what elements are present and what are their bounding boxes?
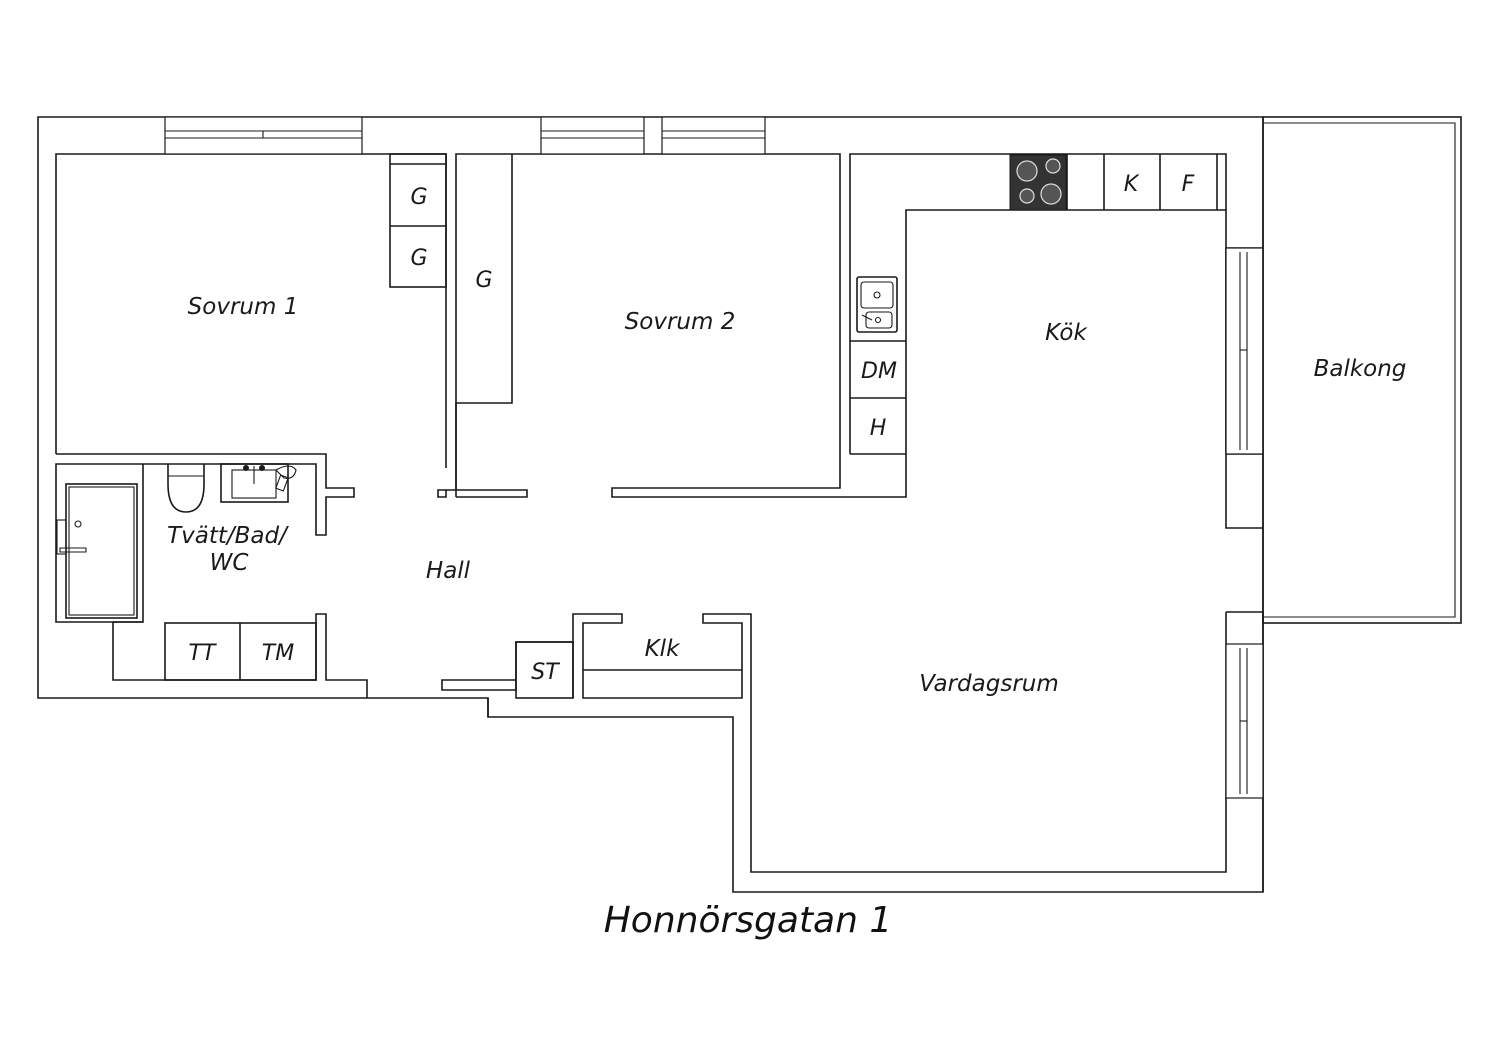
room-label-sovrum2: Sovrum 2	[625, 309, 736, 335]
fixture-label-g3: G	[475, 268, 492, 293]
fixture-label-f: F	[1182, 172, 1195, 197]
room-label-balkong: Balkong	[1314, 356, 1407, 382]
fixture-label-h: H	[870, 416, 887, 441]
kitchen-sink-icon	[856, 276, 898, 333]
room-label-kok: Kök	[1045, 320, 1088, 346]
room-label-hall: Hall	[426, 558, 471, 584]
room-label-klk: Klk	[645, 636, 681, 662]
fixture-label-g2: G	[410, 246, 427, 271]
fixture-label-k: K	[1124, 172, 1140, 197]
kitchen-counter	[850, 154, 1218, 455]
room-label-vardagsrum: Vardagsrum	[919, 671, 1059, 697]
room-label-sovrum1: Sovrum 1	[188, 294, 299, 320]
room-label-bad-line2: WC	[210, 550, 249, 576]
balcony	[1262, 116, 1462, 624]
fixture-label-dm: DM	[861, 359, 897, 384]
storage-unit	[515, 641, 574, 699]
wardrobes-sovrum1	[389, 153, 447, 288]
fixture-label-tm: TM	[262, 641, 294, 666]
fixture-label-g1: G	[410, 185, 427, 210]
plan-title: Honnörsgatan 1	[604, 900, 893, 941]
laundry-units	[164, 622, 317, 681]
fixture-label-st: ST	[531, 660, 560, 685]
outer-walls	[37, 116, 1264, 893]
fixture-label-tt: TT	[189, 641, 217, 666]
windows	[164, 116, 1264, 799]
room-label-bad-line1: Tvätt/Bad/	[167, 523, 289, 549]
bathroom-fixtures	[56, 463, 297, 619]
stove-icon	[1009, 154, 1067, 211]
